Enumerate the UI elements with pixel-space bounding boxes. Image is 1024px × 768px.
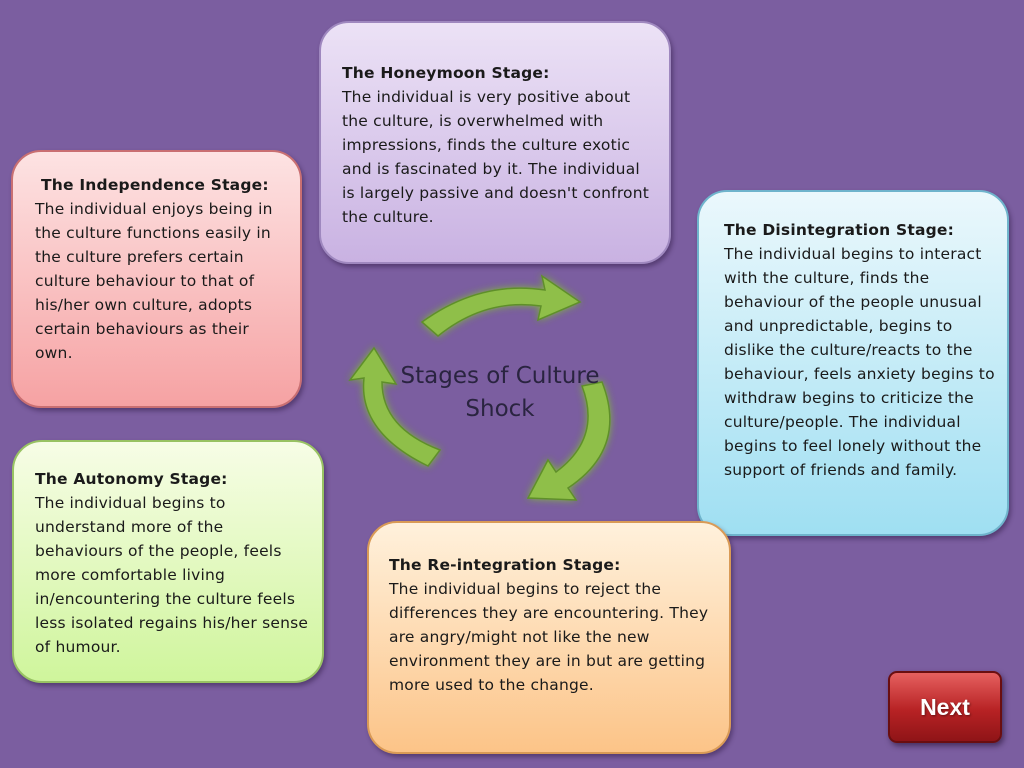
reintegration-stage-text: The individual begins to reject the diff… bbox=[389, 580, 709, 694]
reintegration-stage-box: The Re-integration Stage: The individual… bbox=[367, 521, 731, 754]
honeymoon-stage-text: The individual is very positive about th… bbox=[342, 88, 650, 226]
disintegration-stage-text: The individual begins to interact with t… bbox=[724, 245, 995, 479]
autonomy-stage-box: The Autonomy Stage: The individual begin… bbox=[12, 440, 324, 683]
cycle-arrows bbox=[348, 274, 611, 501]
autonomy-stage-text: The individual begins to understand more… bbox=[35, 494, 309, 656]
cycle-arrow-left-icon bbox=[348, 346, 442, 467]
honeymoon-stage-box: The Honeymoon Stage: The individual is v… bbox=[319, 21, 671, 264]
reintegration-stage-title: The Re-integration Stage: bbox=[389, 556, 621, 574]
honeymoon-stage-title: The Honeymoon Stage: bbox=[342, 64, 550, 82]
autonomy-stage-title: The Autonomy Stage: bbox=[35, 470, 228, 488]
next-button[interactable]: Next bbox=[888, 671, 1002, 743]
disintegration-stage-box: The Disintegration Stage: The individual… bbox=[697, 190, 1009, 536]
independence-stage-title: The Independence Stage: bbox=[41, 176, 269, 194]
independence-stage-text: The individual enjoys being in the cultu… bbox=[35, 200, 273, 362]
diagram-center-title: Stages of Culture Shock bbox=[380, 360, 620, 426]
independence-stage-box: The Independence Stage: The individual e… bbox=[11, 150, 302, 408]
disintegration-stage-title: The Disintegration Stage: bbox=[724, 221, 955, 239]
center-title-line-2: Shock bbox=[465, 396, 535, 422]
cycle-arrow-top-icon bbox=[420, 274, 582, 337]
center-title-line-1: Stages of Culture bbox=[400, 363, 600, 389]
cycle-arrow-right-icon bbox=[526, 381, 611, 501]
